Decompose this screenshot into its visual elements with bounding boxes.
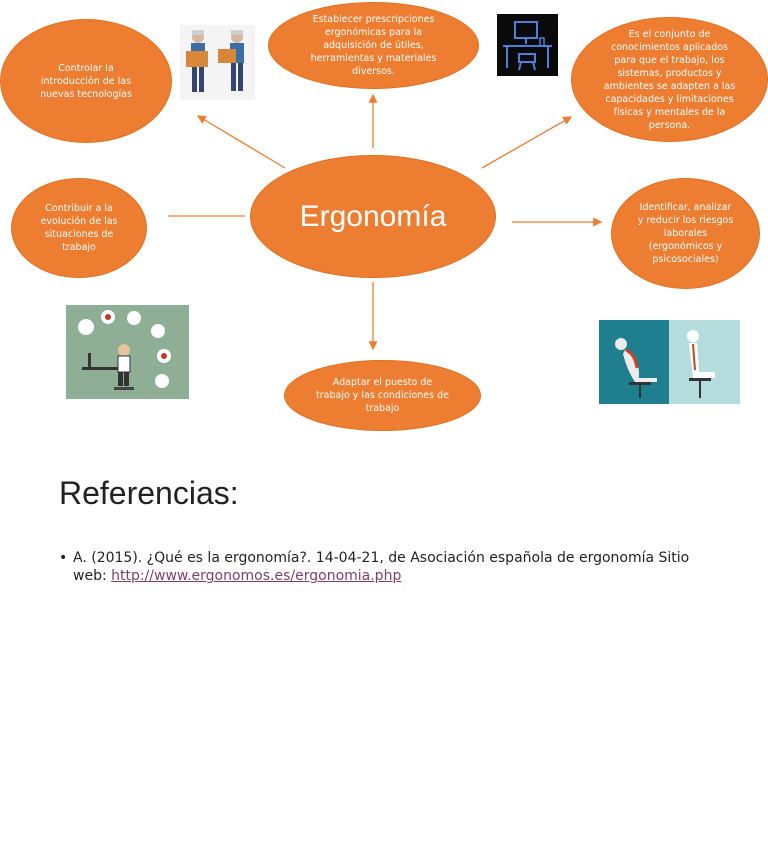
reference-text-block: A. (2015). ¿Qué es la ergonomía?. 14-04-…	[73, 549, 699, 585]
desk-workstation-icon	[497, 14, 558, 76]
node-controlar-tecnologias: Controlar la introducción de las nuevas …	[0, 19, 172, 143]
node-label: Controlar la introducción de las nuevas …	[37, 62, 135, 101]
bullet-point: •	[59, 549, 73, 585]
reference-link[interactable]: http://www.ergonomos.es/ergonomia.php	[111, 568, 401, 584]
node-contribuir-evolucion: Contribuir a la evolución de las situaci…	[11, 178, 147, 278]
arrow-to-top-right	[482, 117, 571, 168]
node-label: Es el conjunto de conocimientos aplicado…	[602, 28, 737, 132]
node-adaptar-puesto: Adaptar el puesto de trabajo y las condi…	[284, 360, 481, 431]
office-health-illustration	[66, 305, 189, 399]
center-node-ergonomia: Ergonomía	[250, 155, 496, 278]
reference-item: • A. (2015). ¿Qué es la ergonomía?. 14-0…	[59, 549, 699, 585]
node-label: Establecer prescripciones ergonómicas pa…	[307, 13, 440, 78]
center-node-label: Ergonomía	[300, 200, 447, 234]
workers-carrying-boxes-image	[180, 25, 255, 100]
node-label: Identificar, analizar y reducir los ries…	[636, 201, 735, 266]
arrow-to-top-left	[198, 116, 285, 168]
node-label: Contribuir a la evolución de las situaci…	[38, 202, 120, 254]
posture-comparison-image	[599, 320, 740, 404]
references-title: Referencias:	[59, 475, 239, 512]
node-definicion: Es el conjunto de conocimientos aplicado…	[571, 17, 768, 142]
node-label: Adaptar el puesto de trabajo y las condi…	[315, 376, 450, 415]
node-identificar-riesgos: Identificar, analizar y reducir los ries…	[611, 178, 760, 289]
node-prescripciones: Establecer prescripciones ergonómicas pa…	[268, 2, 479, 89]
